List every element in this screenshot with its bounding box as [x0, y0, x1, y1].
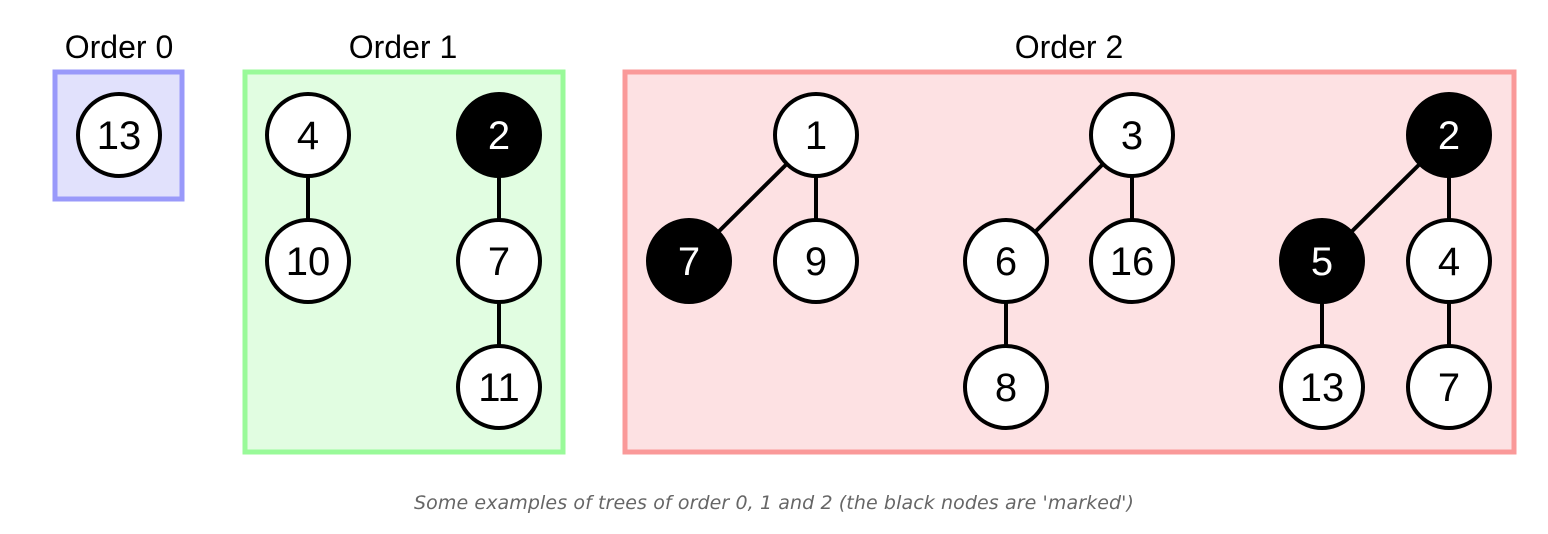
tree-edge: [716, 162, 789, 234]
node-circle: [963, 344, 1049, 430]
tree-node: 13: [76, 92, 162, 178]
node-circle: [773, 218, 859, 304]
node-circle: [1406, 218, 1492, 304]
node-label: 3: [1121, 114, 1143, 158]
order-2-box: [622, 69, 1517, 455]
node-label: 4: [1438, 240, 1460, 284]
figure-caption: Some examples of trees of order 0, 1 and…: [413, 492, 1135, 514]
tree-node: 11: [456, 344, 542, 430]
node-circle: [1089, 218, 1175, 304]
marked-tree-node: 5: [1279, 218, 1365, 304]
tree-node: 1: [773, 92, 859, 178]
order-1-title: Order 1: [349, 29, 457, 65]
node-label: 4: [297, 114, 319, 158]
tree-node: 9: [773, 218, 859, 304]
node-label: 6: [995, 240, 1017, 284]
node-label: 7: [1438, 366, 1460, 410]
marked-tree-node: 2: [456, 92, 542, 178]
tree-node: 6: [963, 218, 1049, 304]
tree-node: 7: [1406, 344, 1492, 430]
tree-node: 4: [1406, 218, 1492, 304]
node-circle: [773, 92, 859, 178]
node-circle: [265, 218, 351, 304]
node-circle: [456, 92, 542, 178]
node-label: 2: [1438, 114, 1460, 158]
node-label: 1: [805, 114, 827, 158]
node-circle: [456, 218, 542, 304]
node-circle: [76, 92, 162, 178]
tree-node: 4: [265, 92, 351, 178]
tree-node: 13: [1279, 344, 1365, 430]
node-label: 16: [1110, 240, 1155, 284]
tree-node: 7: [456, 218, 542, 304]
node-circle: [1406, 92, 1492, 178]
tree-node: 3: [1089, 92, 1175, 178]
node-circle: [963, 218, 1049, 304]
node-circle: [1279, 218, 1365, 304]
node-label: 5: [1311, 240, 1333, 284]
edges-layer: [306, 162, 1451, 346]
tree-edge: [1033, 162, 1105, 234]
order-2-group: Order 2: [622, 29, 1517, 455]
node-label: 7: [488, 240, 510, 284]
node-circle: [1089, 92, 1175, 178]
marked-tree-node: 7: [646, 218, 732, 304]
node-circle: [456, 344, 542, 430]
node-label: 13: [1300, 366, 1345, 410]
node-label: 8: [995, 366, 1017, 410]
node-circle: [1406, 344, 1492, 430]
node-label: 2: [488, 114, 510, 158]
tree-node: 10: [265, 218, 351, 304]
node-circle: [265, 92, 351, 178]
tree-edge: [1349, 162, 1422, 234]
tree-node: 8: [963, 344, 1049, 430]
marked-tree-node: 2: [1406, 92, 1492, 178]
order-2-title: Order 2: [1015, 29, 1123, 65]
tree-node: 16: [1089, 218, 1175, 304]
node-label: 13: [97, 114, 142, 158]
order-0-title: Order 0: [65, 29, 173, 65]
node-circle: [1279, 344, 1365, 430]
node-label: 10: [286, 240, 331, 284]
node-label: 11: [478, 366, 520, 410]
node-label: 7: [678, 240, 700, 284]
node-circle: [646, 218, 732, 304]
node-label: 9: [805, 240, 827, 284]
